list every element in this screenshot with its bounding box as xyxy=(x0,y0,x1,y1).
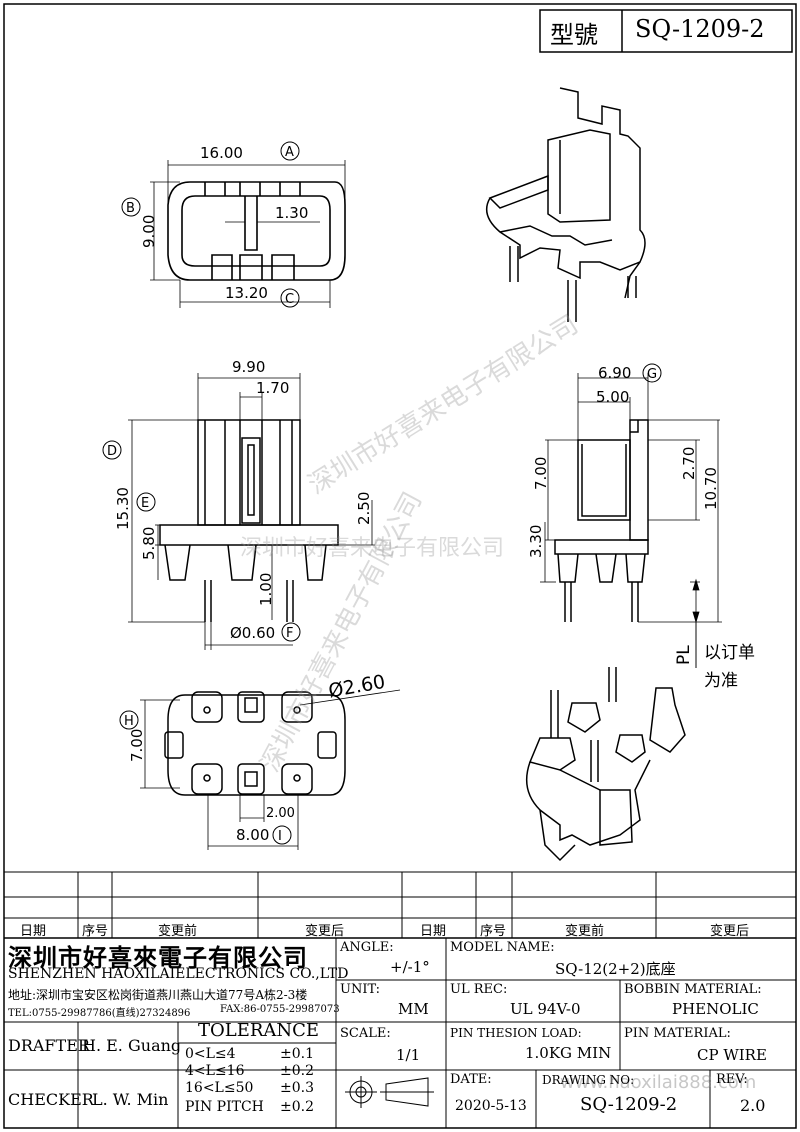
model-name-value: SQ-12(2+2)底座 xyxy=(555,960,676,978)
rev-h-no-1: 序号 xyxy=(82,924,109,939)
pin-load-value: 1.0KG MIN xyxy=(525,1044,612,1062)
ref-a: A xyxy=(285,145,294,160)
pin-load-label: PIN THESION LOAD: xyxy=(450,1026,582,1040)
ref-d: D xyxy=(107,444,117,459)
pin-mat-label: PIN MATERIAL: xyxy=(624,1026,731,1041)
bottom-view xyxy=(164,691,346,796)
dim-top-bottom: 13.20 xyxy=(225,284,268,302)
checker-value: L. W. Min xyxy=(92,1090,169,1109)
checker-label: CHECKER xyxy=(8,1090,94,1109)
model-value: SQ-1209-2 xyxy=(635,15,765,43)
rev-h-before-2: 变更前 xyxy=(565,924,605,939)
dim-front-base: 5.80 xyxy=(140,527,158,560)
date-label: DATE: xyxy=(450,1072,492,1087)
ref-b: B xyxy=(126,201,135,216)
tol-4-value: ±0.2 xyxy=(280,1099,314,1115)
dim-side-width: 6.90 xyxy=(598,364,631,382)
ref-h: H xyxy=(124,714,134,729)
drawing-no-label: DRAWING NO: xyxy=(542,1073,635,1087)
ul-value: UL 94V-0 xyxy=(510,1000,581,1018)
pl-note-2: 为准 xyxy=(704,671,738,691)
tol-4-range: PIN PITCH xyxy=(185,1099,264,1115)
top-view xyxy=(167,181,346,281)
model-label: 型號 xyxy=(550,21,598,49)
pl-note-1: 以订单 xyxy=(704,643,755,663)
dim-front-width: 9.90 xyxy=(232,358,265,376)
rev-value: 2.0 xyxy=(740,1096,766,1115)
rev-h-after-2: 变更后 xyxy=(710,924,750,939)
ref-e: E xyxy=(141,496,149,511)
iso-view-1 xyxy=(485,87,646,322)
company-fax: FAX:86-0755-29987073 xyxy=(220,1004,340,1015)
rev-h-date-2: 日期 xyxy=(420,924,447,939)
drawing-no-value: SQ-1209-2 xyxy=(580,1094,678,1115)
rev-h-after-1: 变更后 xyxy=(305,924,345,939)
watermark-1: 深圳市好喜来电子有限公司 xyxy=(240,536,505,561)
drafter-value: H. E. Guang xyxy=(82,1036,182,1055)
ref-g: G xyxy=(647,367,657,382)
dim-side-right1: 2.70 xyxy=(680,447,698,480)
tol-1-range: 0<L≤4 xyxy=(185,1046,236,1062)
dim-bottom-pitch: 2.00 xyxy=(266,806,295,821)
rev-label: REV: xyxy=(716,1072,748,1087)
bobbin-label: BOBBIN MATERIAL: xyxy=(624,982,762,997)
dim-bottom-height: 7.00 xyxy=(128,729,146,762)
company-address: 地址:深圳市宝安区松岗街道燕川燕山大道77号A栋2-3楼 xyxy=(8,988,308,1002)
watermark-4: www.haoxilai888.com xyxy=(560,1072,757,1093)
date-value: 2020-5-13 xyxy=(455,1098,527,1114)
ref-c: C xyxy=(285,292,294,307)
company-tel: TEL:0755-29987786(直线)27324896 xyxy=(8,1008,191,1019)
drafter-label: DRAFTER xyxy=(8,1036,90,1055)
dim-front-pin-len: 1.00 xyxy=(257,573,275,606)
unit-value: MM xyxy=(398,1000,429,1018)
angle-value: +/-1° xyxy=(390,958,430,976)
dim-front-center: 1.70 xyxy=(256,379,289,397)
company-name-cn: 深圳市好喜來電子有限公司 xyxy=(8,943,308,972)
dim-side-left: 7.00 xyxy=(532,457,550,490)
tol-2-value: ±0.2 xyxy=(280,1063,314,1079)
ref-i: I xyxy=(278,829,282,844)
dim-side-inner: 5.00 xyxy=(596,388,629,406)
unit-label: UNIT: xyxy=(340,982,381,997)
pin-mat-value: CP WIRE xyxy=(697,1046,767,1064)
tol-3-value: ±0.3 xyxy=(280,1080,314,1096)
ul-label: UL REC: xyxy=(450,982,508,997)
scale-label: SCALE: xyxy=(340,1026,391,1041)
rev-h-no-2: 序号 xyxy=(480,924,507,939)
dim-top-height: 9.00 xyxy=(140,215,158,248)
dim-front-height: 15.30 xyxy=(114,487,132,530)
tol-3-range: 16<L≤50 xyxy=(185,1080,254,1096)
rev-h-before-1: 变更前 xyxy=(158,924,198,939)
company-name-en: SHENZHEN HAOXILAIELECTRONICS CO.,LTD xyxy=(8,966,349,982)
dim-top-width: 16.00 xyxy=(200,144,243,162)
rev-h-date-1: 日期 xyxy=(20,924,47,939)
dim-front-pin-dia: Ø0.60 xyxy=(230,624,275,642)
title-block-grid xyxy=(4,871,796,1128)
tol-2-range: 4<L≤16 xyxy=(185,1063,245,1079)
model-name-label: MODEL NAME: xyxy=(450,940,555,955)
dim-top-slot: 1.30 xyxy=(275,204,308,222)
dim-bottom-width: 8.00 xyxy=(236,826,269,844)
angle-label: ANGLE: xyxy=(340,940,394,955)
dim-side-pl: PL xyxy=(674,645,694,665)
dim-side-right2: 10.70 xyxy=(702,467,720,510)
dim-front-right: 2.50 xyxy=(355,492,373,525)
dim-side-bottom: 3.30 xyxy=(527,525,545,558)
ref-f: F xyxy=(286,626,293,641)
side-view xyxy=(554,419,649,622)
front-view xyxy=(159,419,339,622)
projection-symbol xyxy=(345,1076,434,1108)
tol-1-value: ±0.1 xyxy=(280,1046,314,1062)
iso-view-2 xyxy=(525,667,686,862)
tolerance-label: TOLERANCE xyxy=(198,1020,320,1041)
scale-value: 1/1 xyxy=(396,1046,421,1064)
bobbin-value: PHENOLIC xyxy=(672,1000,759,1018)
